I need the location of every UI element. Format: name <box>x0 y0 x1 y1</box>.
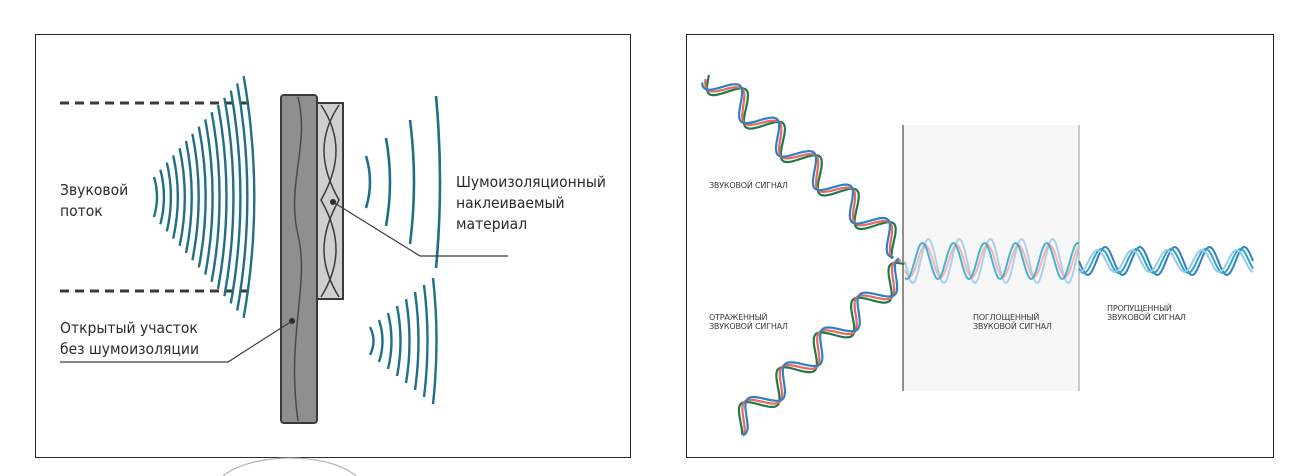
transmitted-wave-arc <box>408 119 416 245</box>
insulation-material <box>316 102 344 300</box>
label-sound-signal: ЗВУКОВОЙ СИГНАЛ <box>709 179 788 190</box>
label-reflected-1: ОТРАЖЕННЫЙ <box>709 311 767 322</box>
lower-wave-arc <box>431 277 438 405</box>
absorbed-signal-wave <box>904 241 1080 281</box>
transmitted-wave-arc <box>434 95 442 269</box>
incoming-wave-arc <box>152 176 159 218</box>
incoming-wave-arc <box>236 83 249 311</box>
transmitted-wave-arc <box>364 155 372 209</box>
incoming-wave-arc <box>216 104 228 290</box>
lower-wave-arc <box>422 284 429 398</box>
incoming-signal-wave <box>701 82 894 259</box>
transmitted-signal-wave <box>1078 248 1254 274</box>
decorative-arc-path <box>222 457 357 476</box>
label-absorbed-1: ПОГЛОЩЕННЫЙ <box>973 311 1039 322</box>
label-sound-flow-1: Звуковой <box>60 181 128 199</box>
sound-insulation-diagram: Звуковой поток Шумоизоляционный наклеива… <box>35 34 631 458</box>
label-material-2: наклеиваемый <box>456 194 565 212</box>
incoming-sound-waves <box>152 75 256 319</box>
absorbed-signal-wave <box>904 237 1080 285</box>
signal-waves <box>701 74 1254 437</box>
transmitted-waves-lower <box>368 277 438 405</box>
incoming-wave-arc <box>223 97 235 297</box>
incoming-signal-wave <box>705 74 897 260</box>
incoming-wave-arc <box>210 111 221 283</box>
incoming-wave-arc <box>165 162 173 232</box>
incoming-wave-arc <box>204 119 214 275</box>
lower-wave-arc <box>395 305 402 377</box>
reflected-signal-wave <box>742 257 900 437</box>
wall-leader-line <box>60 320 293 363</box>
reflected-signal-wave <box>741 259 902 437</box>
incoming-wave-arc <box>197 126 207 268</box>
label-absorbed-2: ЗВУКОВОЙ СИГНАЛ <box>973 320 1052 331</box>
lower-wave-arc <box>377 319 384 363</box>
material-leader-line <box>332 201 508 257</box>
insulation-inner-curve-2 <box>323 104 340 298</box>
label-reflected-2: ЗВУКОВОЙ СИГНАЛ <box>709 320 788 331</box>
transmitted-waves-upper <box>364 95 442 269</box>
incoming-signal-wave <box>704 78 894 259</box>
label-transmitted-2: ЗВУКОВОЙ СИГНАЛ <box>1107 311 1186 322</box>
reflected-signal-wave <box>737 261 905 435</box>
incoming-wave-arc <box>172 155 180 239</box>
incoming-wave-arc <box>229 90 242 304</box>
label-material-3: материал <box>456 215 527 233</box>
transmitted-signal-wave <box>1078 247 1254 275</box>
label-sound-flow-2: поток <box>60 202 103 220</box>
incoming-wave-arc <box>191 133 200 261</box>
lower-wave-arc <box>368 326 375 356</box>
sound-signal-svg: ЗВУКОВОЙ СИГНАЛ ОТРАЖЕННЫЙ ЗВУКОВОЙ СИГН… <box>701 74 1254 437</box>
label-open-area-2: без шумоизоляции <box>60 340 199 358</box>
lower-wave-arc <box>404 298 411 384</box>
transmitted-wave-arc <box>384 137 392 227</box>
lower-wave-arc <box>386 312 393 370</box>
label-material-1: Шумоизоляционный <box>456 173 606 191</box>
wall-inner-line <box>293 96 303 422</box>
sound-signal-diagram: ЗВУКОВОЙ СИГНАЛ ОТРАЖЕННЫЙ ЗВУКОВОЙ СИГН… <box>686 34 1274 458</box>
sound-insulation-svg: Звуковой поток Шумоизоляционный наклеива… <box>60 75 606 424</box>
lower-wave-arc <box>413 291 420 391</box>
incoming-wave-arc <box>184 140 193 254</box>
incoming-wave-arc <box>159 169 166 225</box>
incoming-wave-arc <box>242 75 256 319</box>
incoming-wave-arc <box>178 147 186 247</box>
insulation-inner-curve <box>320 104 337 298</box>
label-transmitted-1: ПРОПУЩЕННЫЙ <box>1107 302 1172 313</box>
label-open-area-1: Открытый участок <box>60 319 198 337</box>
